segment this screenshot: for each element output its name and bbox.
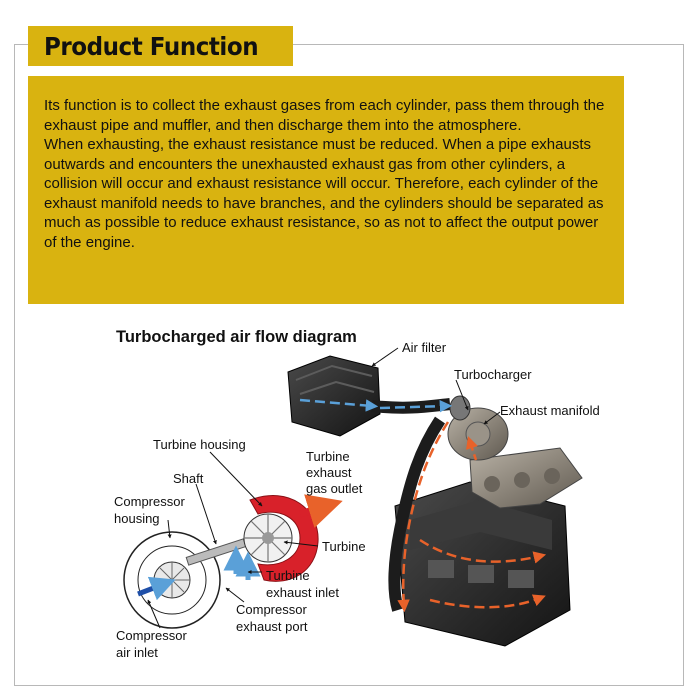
label-compressor-housing-line1: Compressor bbox=[114, 494, 185, 509]
label-turbocharger: Turbocharger bbox=[454, 367, 532, 382]
content-frame bbox=[14, 44, 684, 686]
air-filter-illustration bbox=[287, 355, 381, 437]
label-compressor-exhaust-port-line1: Compressor bbox=[236, 602, 307, 617]
label-turbine-exhaust-outlet-line3: gas outlet bbox=[306, 481, 363, 496]
engine-assembly-illustration bbox=[287, 355, 583, 647]
label-shaft: Shaft bbox=[173, 471, 204, 486]
description-box: Its function is to collect the exhaust g… bbox=[28, 76, 624, 304]
diagram-title: Turbocharged air flow diagram bbox=[116, 328, 357, 346]
description-paragraph-1: Its function is to collect the exhaust g… bbox=[44, 97, 605, 134]
leader-lines bbox=[147, 347, 501, 629]
label-turbine-housing: Turbine housing bbox=[153, 437, 246, 452]
label-exhaust-manifold: Exhaust manifold bbox=[500, 403, 600, 418]
turbo-cutaway-illustration bbox=[123, 494, 343, 629]
description-paragraph-2: When exhausting, the exhaust resistance … bbox=[44, 136, 604, 251]
label-turbine-exhaust-inlet-line1: Turbine bbox=[266, 568, 310, 583]
label-turbine: Turbine bbox=[322, 539, 366, 554]
label-compressor-air-inlet-line1: Compressor bbox=[116, 628, 187, 643]
compressor-housing-illustration bbox=[123, 531, 221, 629]
turbo-airflow-diagram: Turbocharged air flow diagram bbox=[114, 328, 600, 660]
section-title-badge: Product Function bbox=[28, 26, 293, 66]
label-turbine-exhaust-outlet-line1: Turbine bbox=[306, 449, 350, 464]
label-air-filter: Air filter bbox=[402, 340, 447, 355]
label-turbine-exhaust-outlet-line2: exhaust bbox=[306, 465, 352, 480]
label-compressor-air-inlet-line2: air inlet bbox=[116, 645, 158, 660]
label-compressor-exhaust-port-line2: exhaust port bbox=[236, 619, 308, 634]
label-compressor-housing-line2: housing bbox=[114, 511, 160, 526]
label-turbine-exhaust-inlet-line2: exhaust inlet bbox=[266, 585, 339, 600]
section-title: Product Function bbox=[44, 31, 259, 61]
